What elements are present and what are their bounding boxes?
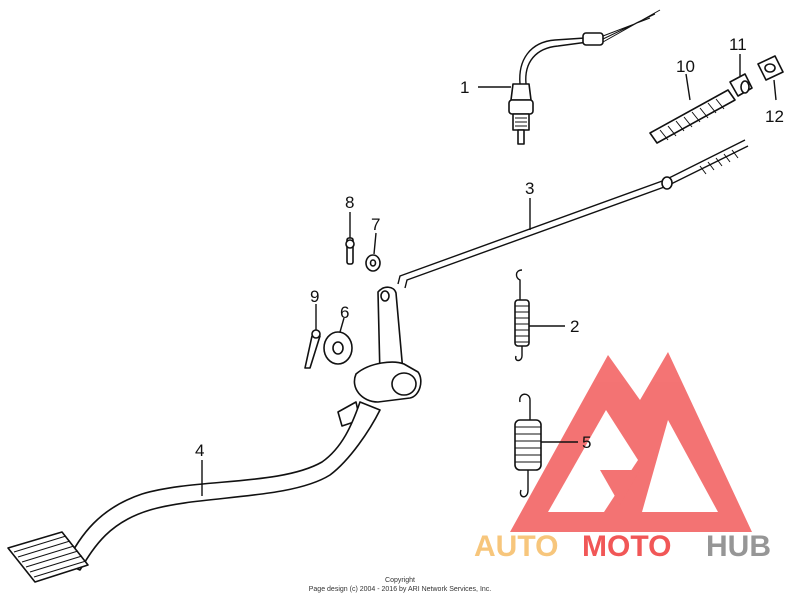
callout-7: 7 — [371, 215, 380, 234]
callout-12: 12 — [765, 107, 784, 126]
callout-numbers: 1 2 3 4 5 6 7 8 9 10 11 12 — [195, 35, 784, 460]
watermark-moto: MOTO — [582, 530, 671, 563]
copyright-line-2: Page design (c) 2004 - 2016 by ARI Netwo… — [309, 586, 492, 593]
callout-6: 6 — [340, 303, 349, 322]
callout-9: 9 — [310, 287, 319, 306]
return-spring — [514, 269, 530, 362]
watermark-auto: AUTO — [474, 530, 558, 563]
watermark-hub: HUB — [706, 530, 771, 563]
callout-5: 5 — [582, 433, 591, 452]
callout-2: 2 — [570, 317, 579, 336]
joint-piece — [729, 73, 753, 97]
callout-4: 4 — [195, 441, 204, 460]
cotter-pin-9 — [304, 329, 321, 369]
watermark-logo — [510, 352, 752, 532]
adjusting-nut — [757, 55, 784, 81]
leader-lines — [201, 54, 777, 496]
watermark-wordmark: AUTO MOTO HUB — [474, 530, 771, 563]
spring-5 — [514, 393, 542, 498]
callout-1: 1 — [460, 78, 469, 97]
washer-7 — [365, 254, 381, 272]
brake-rod — [397, 139, 749, 289]
copyright-line-1: Copyright — [385, 577, 415, 584]
washer-6 — [323, 331, 353, 365]
copyright-notice: Copyright Page design (c) 2004 - 2016 by… — [309, 577, 492, 593]
long-spring — [649, 89, 736, 144]
callout-10: 10 — [676, 57, 695, 76]
callout-8: 8 — [345, 193, 354, 212]
callout-3: 3 — [525, 179, 534, 198]
pin-8 — [345, 237, 355, 265]
callout-11: 11 — [729, 35, 747, 54]
brake-pedal — [7, 286, 422, 583]
brake-switch — [508, 9, 661, 145]
